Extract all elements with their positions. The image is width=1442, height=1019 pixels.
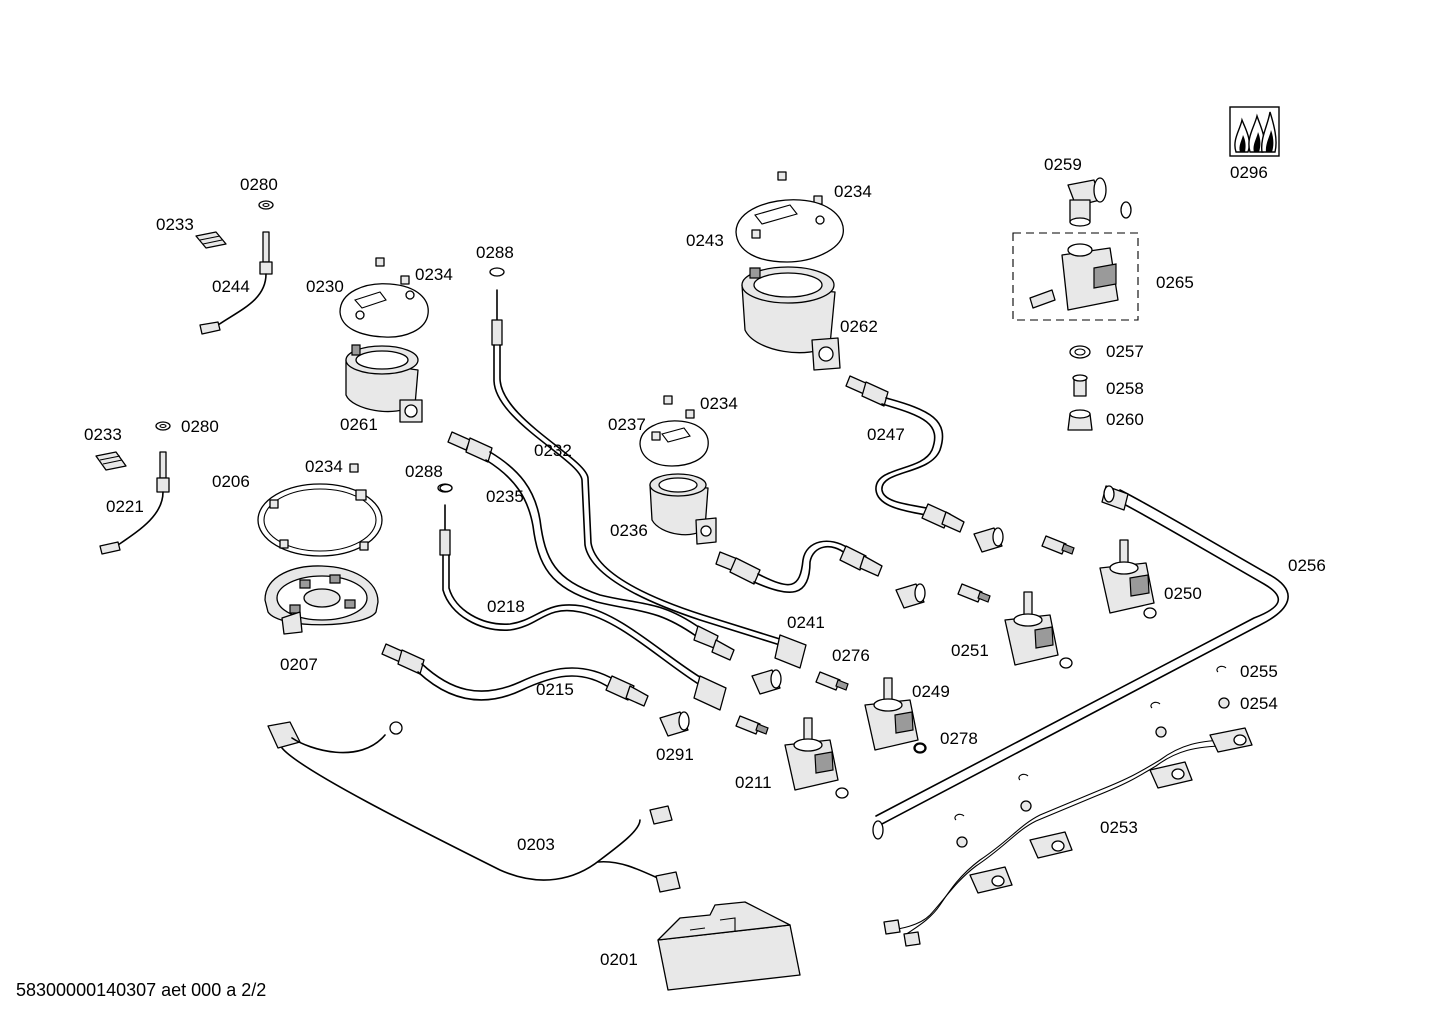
label-0280a: 0280 [240,175,278,194]
label-0261: 0261 [340,415,378,434]
label-0232: 0232 [534,441,572,460]
label-0234b: 0234 [834,182,872,201]
label-0247: 0247 [867,425,905,444]
label-0288a: 0288 [476,243,514,262]
clip-0233-lower [95,451,127,471]
label-0234c: 0234 [305,457,343,476]
label-0218: 0218 [487,597,525,616]
gas-pipe-0235 [447,431,735,661]
burner-body-0262 [741,266,841,371]
label-0241: 0241 [787,613,825,632]
label-0254: 0254 [1240,694,1278,713]
label-0296: 0296 [1230,163,1268,182]
label-0257: 0257 [1106,342,1144,361]
label-0203: 0203 [517,835,555,854]
label-0234a: 0234 [415,265,453,284]
label-0244: 0244 [212,277,250,296]
label-0256: 0256 [1288,556,1326,575]
label-0236: 0236 [610,521,648,540]
gas-pipe-0215 [381,643,649,707]
ignition-electrode-0244 [199,200,274,335]
label-0276: 0276 [832,646,870,665]
label-0234d: 0234 [700,394,738,413]
label-0221: 0221 [106,497,144,516]
wiring-0203 [267,721,681,893]
label-0288b: 0288 [405,462,443,481]
thermocouple-0218 [437,483,727,711]
burner-base-0207 [264,565,379,635]
nozzle-0258 [1072,374,1088,397]
washer-0288b [439,483,453,493]
gas-pipe-0247 [845,375,965,533]
seal-0257 [1069,345,1091,359]
clip-0255 [954,665,1227,821]
valve-group-0265 [1012,232,1139,321]
injector-d [1041,535,1075,555]
ignition-electrode-0221 [99,421,171,555]
label-0230: 0230 [306,277,344,296]
nut-0260 [1067,409,1093,431]
label-0265: 0265 [1156,273,1194,292]
gas-tap-0249 [864,677,927,754]
gas-tap-0211 [784,717,849,799]
gas-flame-icon [1229,106,1280,157]
label-0255: 0255 [1240,662,1278,681]
burner-ring-0206 [257,463,383,557]
sleeve-b [895,583,926,609]
label-0262: 0262 [840,317,878,336]
burner-body-0261 [345,344,423,423]
injector-0276 [815,671,849,691]
label-0258: 0258 [1106,379,1144,398]
spring-0254 [956,697,1230,848]
part-labels: 0280 0233 0244 0230 0234 0261 0288 0232 … [84,155,1326,969]
manifold-pipe-0256 [872,485,1289,840]
injector-b [735,715,769,735]
burner-cup-0237 [639,395,709,467]
label-0235: 0235 [486,487,524,506]
clip-0233-upper [195,231,227,249]
label-0233a: 0233 [156,215,194,234]
injector-c [957,583,991,603]
label-0260: 0260 [1106,410,1144,429]
label-0250: 0250 [1164,584,1202,603]
ignition-module-0201 [657,901,801,991]
sleeve-a [751,669,782,695]
label-0215: 0215 [536,680,574,699]
washer-0278 [914,743,926,753]
label-0278: 0278 [940,729,978,748]
burner-cup-0230 [339,257,429,338]
thermocouple-0232 [489,267,807,669]
label-0201: 0201 [600,950,638,969]
label-0207: 0207 [280,655,318,674]
label-0251: 0251 [951,641,989,660]
ignition-harness-0253 [883,727,1253,947]
elbow-0259 [1067,177,1132,227]
label-0259: 0259 [1044,155,1082,174]
label-0291: 0291 [656,745,694,764]
label-0233b: 0233 [84,425,122,444]
label-0253: 0253 [1100,818,1138,837]
label-0237: 0237 [608,415,646,434]
document-footer: 58300000140307 aet 000 a 2/2 [16,980,267,1000]
burner-cup-0243 [735,171,844,263]
label-0211: 0211 [735,773,772,792]
label-0280b: 0280 [181,417,219,436]
gas-tap-0251 [1004,591,1073,669]
label-0243: 0243 [686,231,724,250]
sleeve-0291 [659,711,690,737]
sleeve-c [973,527,1004,553]
gas-pipe-0241 [715,540,883,594]
gas-tap-0250 [1099,539,1157,619]
burner-body-0236 [649,473,717,545]
label-0249: 0249 [912,682,950,701]
label-0206: 0206 [212,472,250,491]
